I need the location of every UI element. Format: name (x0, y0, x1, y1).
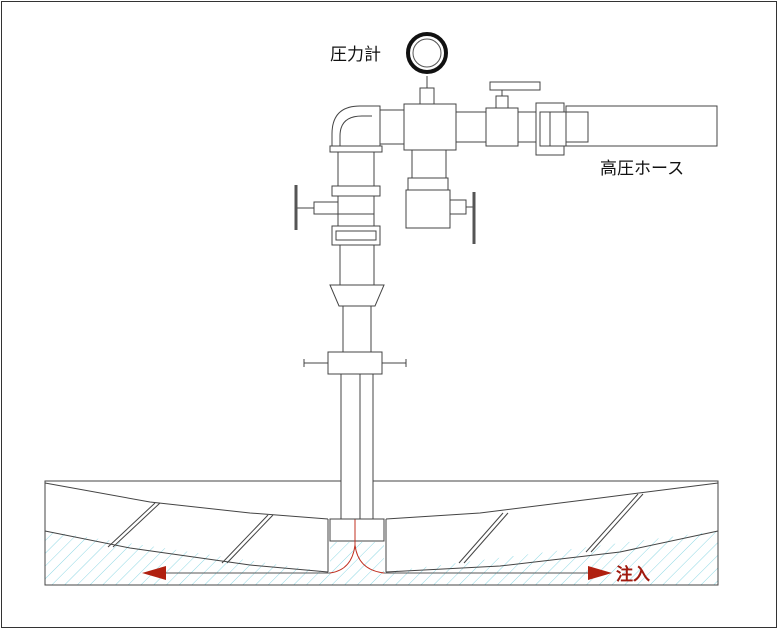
slab-bottom-left (44, 530, 329, 573)
slab-top-curve-left (44, 482, 329, 520)
slab-top-curve-right (385, 482, 719, 520)
grout-layer-right (384, 531, 718, 585)
union-coupling (331, 225, 381, 246)
horizontal-manifold (379, 76, 718, 244)
packer-collar (327, 351, 383, 375)
elbow (331, 105, 381, 153)
injection-label: 注入 (616, 565, 650, 584)
high-pressure-hose (565, 105, 718, 147)
slab-section (44, 480, 719, 586)
crack-marks (107, 493, 644, 564)
ball-valve-body (485, 107, 519, 147)
arrow-right-head (588, 566, 612, 580)
pressure-gauge (406, 32, 448, 74)
slab-bottom-right (385, 530, 719, 573)
drain-valve (405, 189, 451, 229)
reducer-cone (329, 284, 385, 307)
grout-under-pipe (330, 542, 384, 585)
high-pressure-hose-label: 高圧ホース (600, 159, 685, 178)
flow-arrows (142, 566, 612, 580)
arrow-left-head (142, 566, 166, 580)
vertical-pipe (294, 105, 407, 520)
pipe-in-slab (329, 518, 385, 542)
pressure-gauge-label: 圧力計 (330, 45, 381, 64)
slab-outline (44, 480, 719, 586)
